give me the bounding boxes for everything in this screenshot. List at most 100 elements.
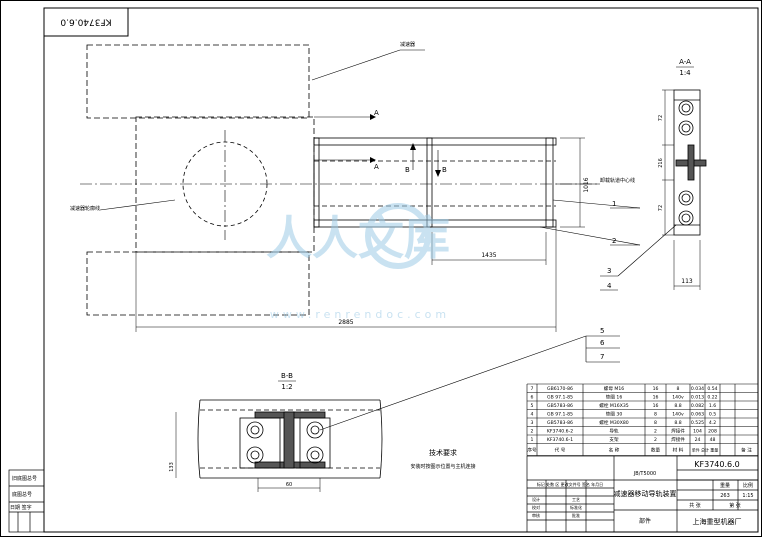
bom-cell-w2: 1.6 (709, 403, 716, 409)
balloon-3: 3 (607, 267, 611, 275)
bom-cell-qty: 16 (653, 403, 659, 409)
bom-cell-w1: 0.525 (691, 420, 704, 426)
stamp-row-1: 旧底图总号 (12, 475, 37, 482)
note-left-leader: 减速器轮廓线 (70, 205, 100, 212)
rail-top (313, 137, 557, 146)
section-bb-title: B-B (281, 372, 293, 380)
rotated-code-box: KF3740.6.0 (43, 7, 129, 37)
title-company: 上海重型机器厂 (693, 517, 742, 526)
bom-cell-w1: 24 (695, 437, 701, 443)
bom-cell-qty: 8 (654, 420, 657, 426)
reducer-outline-top (86, 44, 310, 119)
dim-1016: 1016 (583, 177, 590, 192)
cut-label-a-bottom: A (374, 163, 379, 171)
title-standard: JB/T5000 (633, 471, 656, 477)
bom-cell-name: 支架 (609, 436, 619, 443)
rotated-drawing-code: KF3740.6.0 (60, 17, 111, 27)
role-standardization: 标准化 (570, 504, 582, 510)
bom-cell-mat: 焊接件 (671, 428, 685, 435)
bom-cell-name: 螺栓 M16X35 (599, 402, 629, 409)
bom-cell-no: 4 (531, 412, 534, 418)
watermark-text: 人人文库 (266, 211, 450, 265)
watermark-logo (365, 203, 431, 269)
bom-cell-no: 7 (531, 386, 534, 392)
bom-cell-w1: 104 (693, 429, 702, 435)
bom-header-name: 名 称 (609, 447, 620, 454)
title-drawing-type: 部件 (639, 517, 651, 525)
bom-cell-code: KF3740.6-2 (547, 429, 573, 435)
dim-1435: 1435 (481, 252, 496, 259)
bom-cell-w1: 0.034 (691, 386, 704, 392)
bom-header-note: 备 注 (741, 447, 752, 454)
section-aa (600, 89, 707, 291)
bom-header-code: 代 号 (555, 447, 566, 454)
balloon-5: 5 (600, 327, 604, 335)
bom-cell-name: 垫圈 30 (606, 411, 623, 418)
bom-cell-mat: 140v (672, 395, 684, 401)
title-scale-label: 比例 (743, 482, 753, 489)
bom-cell-mat: 8.8 (674, 403, 681, 409)
note-top-leader: 减速器 (400, 41, 415, 48)
dim-2885: 2885 (338, 319, 353, 326)
title-block (526, 455, 759, 533)
post-right (545, 137, 554, 228)
section-aa-title: A-A (679, 58, 691, 66)
role-review: 审核 (532, 512, 540, 518)
bom-header-weight: 单件 总计 重量 (692, 447, 719, 453)
title-quantity: 共 张 (689, 502, 701, 509)
bom-cell-w2: 48 (710, 437, 716, 443)
section-aa-scale: 1:4 (679, 69, 691, 77)
watermark-url: www.renrendoc.com (270, 308, 450, 321)
role-approve: 批准 (572, 512, 580, 518)
bom-cell-qty: 2 (654, 437, 657, 443)
bom-cell-qty: 16 (653, 395, 659, 401)
role-design: 设计 (532, 496, 540, 502)
bom-cell-w1: 0.013 (691, 395, 704, 401)
title-name: 减速器移动导轨装置 (614, 489, 677, 498)
bom-cell-w2: 0.5 (709, 412, 716, 418)
bom-cell-qty: 8 (654, 412, 657, 418)
bom-cell-no: 1 (531, 437, 534, 443)
note-right-leader: 卸载轨道中心线 (600, 177, 635, 184)
bom-cell-qty: 16 (653, 386, 659, 392)
bom-cell-mat: 140v (672, 412, 684, 418)
bom-cell-code: KF3740.6-1 (547, 437, 573, 443)
bom-cell-no: 2 (531, 429, 534, 435)
bom-cell-code: GB5783-86 (547, 420, 573, 426)
cut-arrows (370, 114, 441, 177)
bom-cell-no: 6 (531, 395, 534, 401)
inner-frame (43, 7, 759, 533)
tech-title: 技术要求 (429, 448, 457, 457)
dim-bb-height: 133 (169, 462, 175, 472)
dim-aa-mid: 216 (658, 158, 664, 168)
title-scale: 1:15 (742, 493, 753, 499)
bom-cell-w2: 4.2 (709, 420, 716, 426)
title-weight-label: 重量 (720, 482, 730, 489)
main-view (80, 44, 641, 332)
bom-header-qty: 数量 (651, 447, 661, 454)
balloon-7: 7 (600, 353, 604, 361)
bom-cell-code: GB 97.1-85 (547, 412, 573, 418)
cut-label-a-top: A (374, 109, 379, 117)
stamp-row-2: 底图总号 (12, 491, 32, 498)
dim-aa-top: 72 (658, 115, 664, 121)
bom-cell-code: GB6170-86 (547, 386, 573, 392)
bom-cell-no: 5 (531, 403, 534, 409)
section-bb (175, 335, 620, 492)
bom-cell-name: 导轨 (609, 428, 619, 435)
bom-cell-no: 3 (531, 420, 534, 426)
bom-cell-w1: 0.063 (691, 412, 704, 418)
title-weight: 263 (720, 493, 730, 499)
balloon-2: 2 (612, 237, 616, 245)
cut-label-b-left: B (405, 166, 410, 174)
dim-bb-width: 60 (286, 482, 292, 488)
balloon-1: 1 (612, 200, 616, 208)
title-sheet: 第 张 (729, 502, 741, 509)
bom-cell-mat: 8 (677, 386, 680, 392)
role-check: 校对 (532, 504, 540, 510)
tech-body: 安装时按图示位置与主机连接 (410, 463, 475, 470)
rev-header: 标记 处数 区 更改文件号 签名 年月日 (537, 481, 603, 487)
bom-cell-mat: 8.8 (674, 420, 681, 426)
